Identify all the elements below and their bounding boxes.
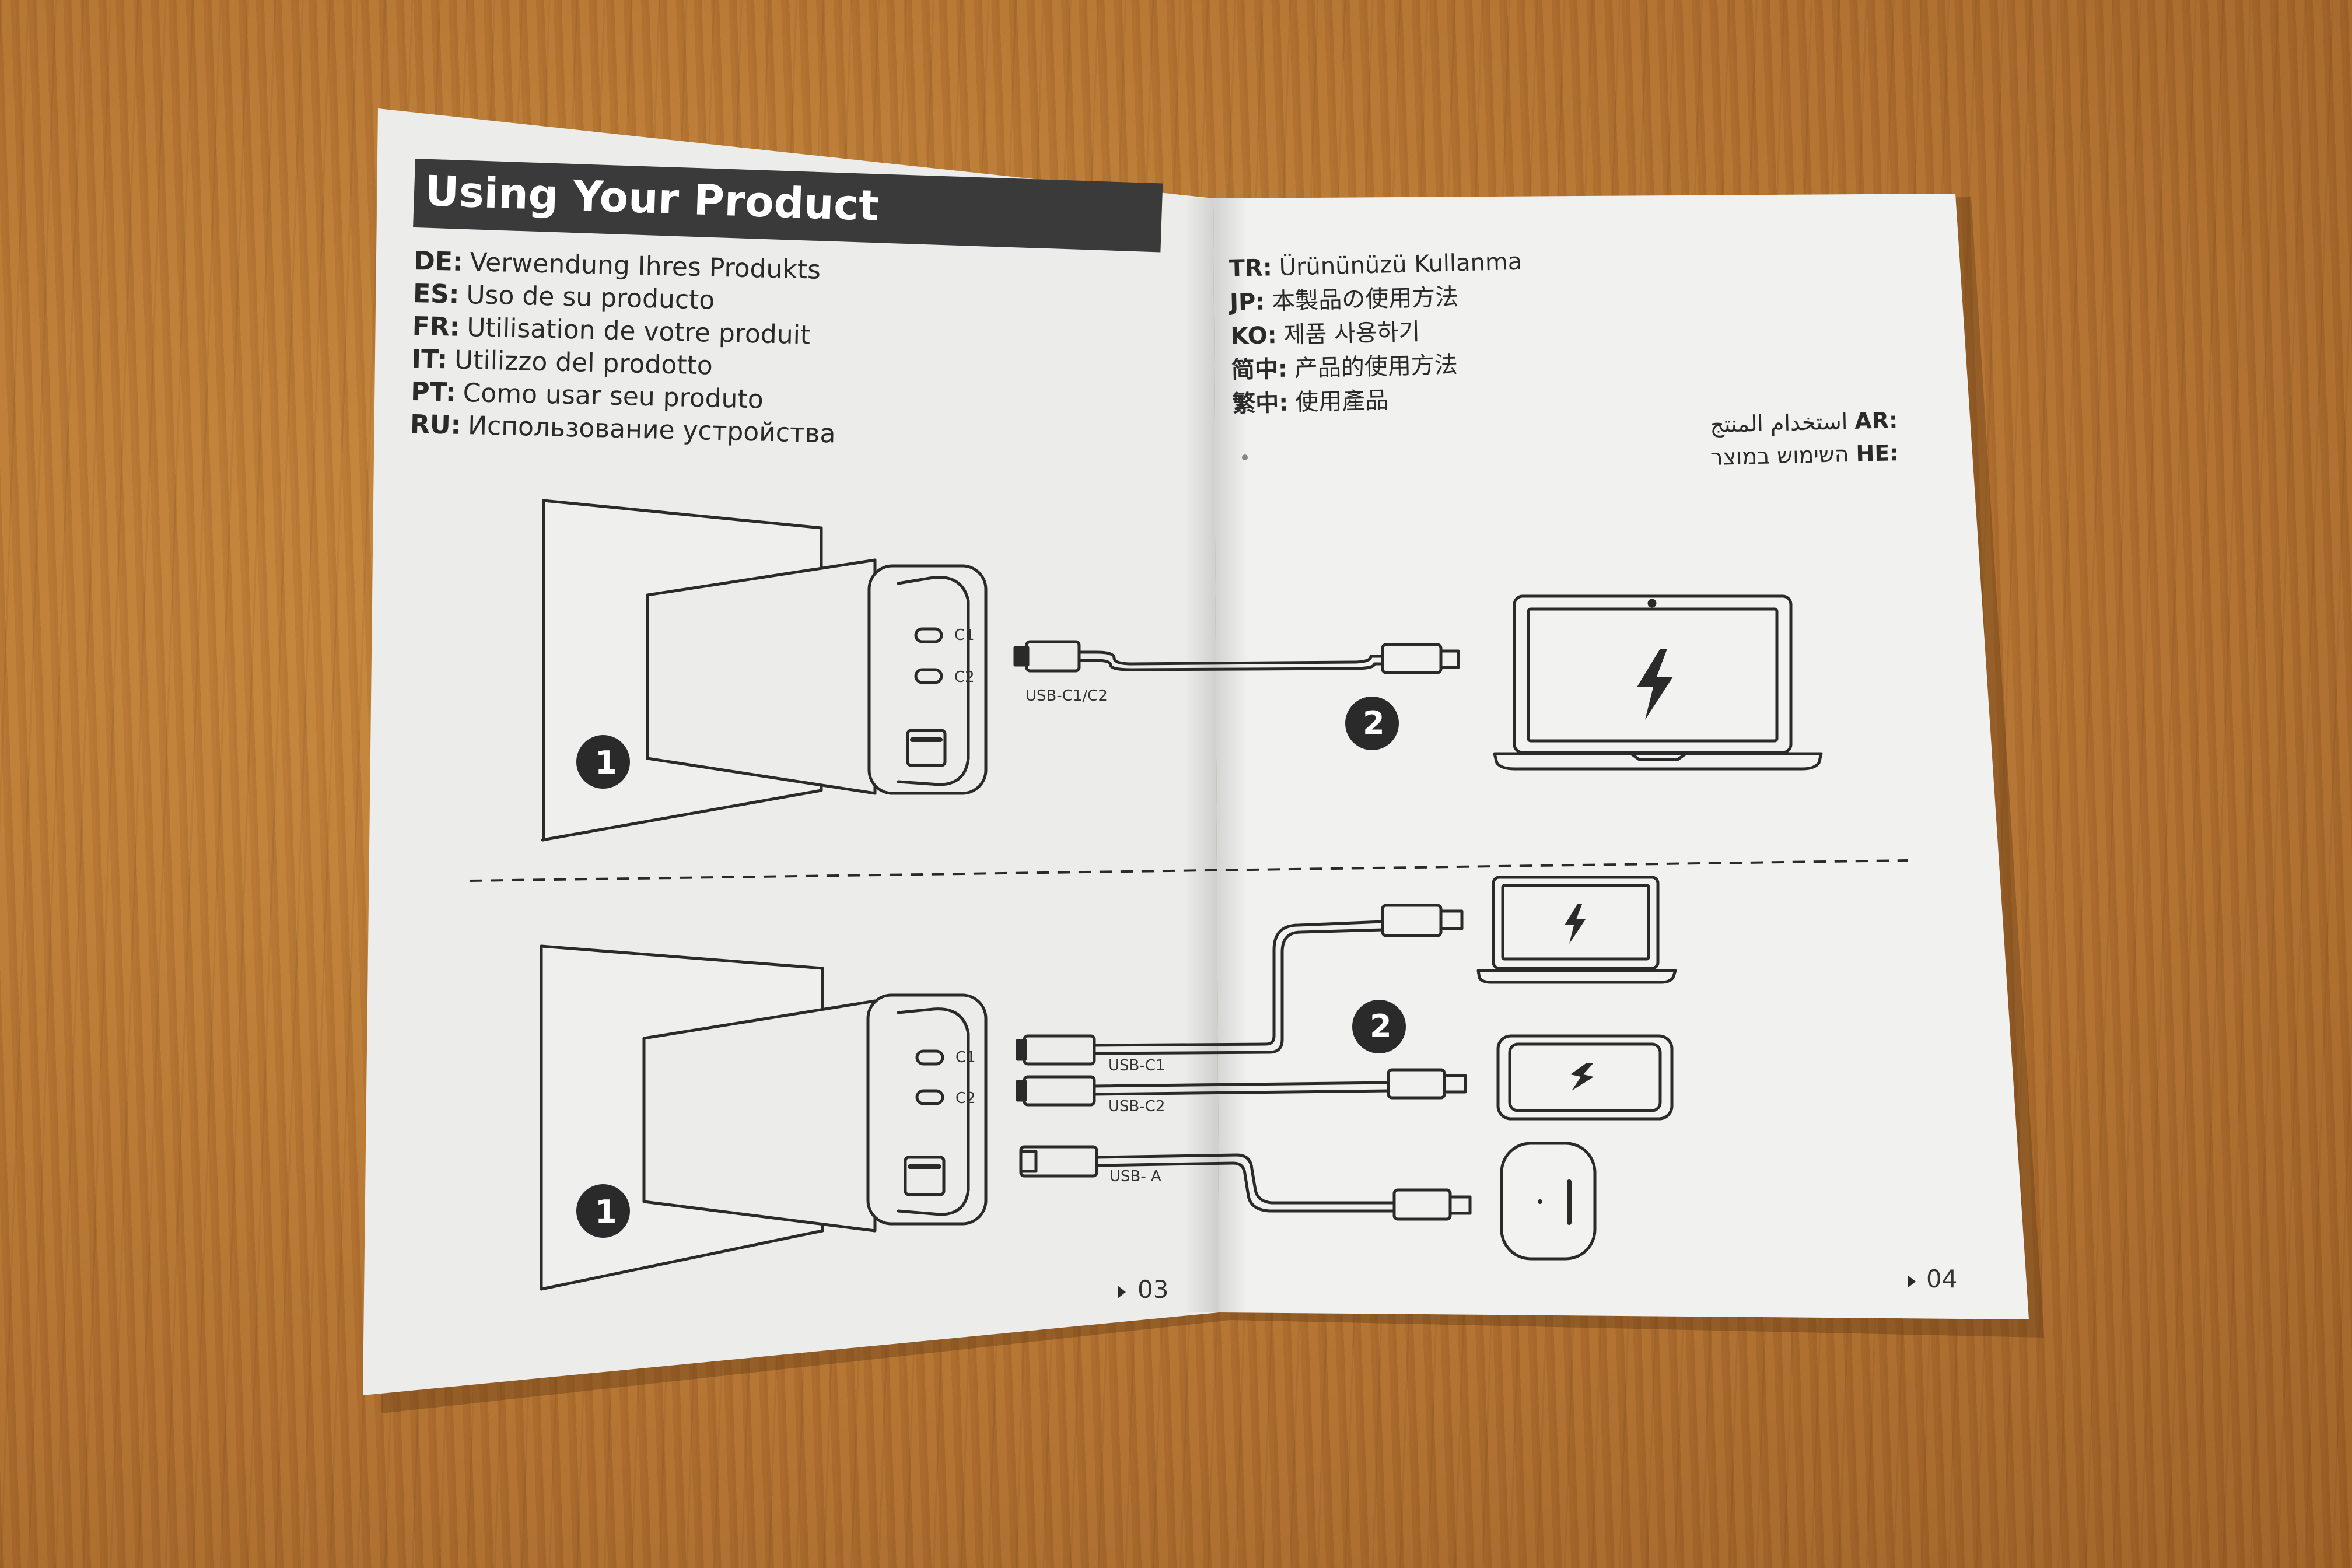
right-language-list: TR:Ürününüzü Kullanma JP:本製品の使用方法 KO:제품 … (1228, 245, 1526, 421)
port-label-c1-bottom: C1 (956, 1049, 976, 1066)
left-language-list: DE:Verwendung Ihres Produkts ES:Uso de s… (410, 245, 839, 450)
page-number-right: 04 (1926, 1265, 1957, 1293)
lang-item-he: השימוש במוצר HE: (1710, 436, 1899, 474)
port-label-c1-top: C1 (954, 626, 975, 644)
port-label-c2-top: C2 (954, 668, 975, 686)
cable-label-usb-c1-c2: USB-C1/C2 (1026, 687, 1108, 705)
cable-label-usb-c1: USB-C1 (1108, 1057, 1165, 1074)
port-label-c2-bottom: C2 (956, 1090, 976, 1107)
rtl-language-list: استخدام المنتج AR: השימוש במוצר HE: (1709, 404, 1899, 474)
lang-item-zh-hant: 繁中:使用產品 (1232, 380, 1526, 421)
page-number-left: 03 (1138, 1275, 1168, 1304)
cable-label-usb-c2: USB-C2 (1108, 1098, 1165, 1115)
cable-label-usb-a: USB- A (1110, 1168, 1161, 1185)
lang-item-ar: استخدام المنتج AR: (1709, 404, 1898, 441)
step-2-label-bottom: 2 (1370, 1008, 1392, 1045)
lang-item-tr: TR:Ürününüzü Kullanma (1228, 245, 1522, 286)
step-2-label-top: 2 (1363, 705, 1385, 741)
step-1-label-bottom: 1 (595, 1194, 617, 1230)
step-1-label-top: 1 (595, 744, 617, 781)
